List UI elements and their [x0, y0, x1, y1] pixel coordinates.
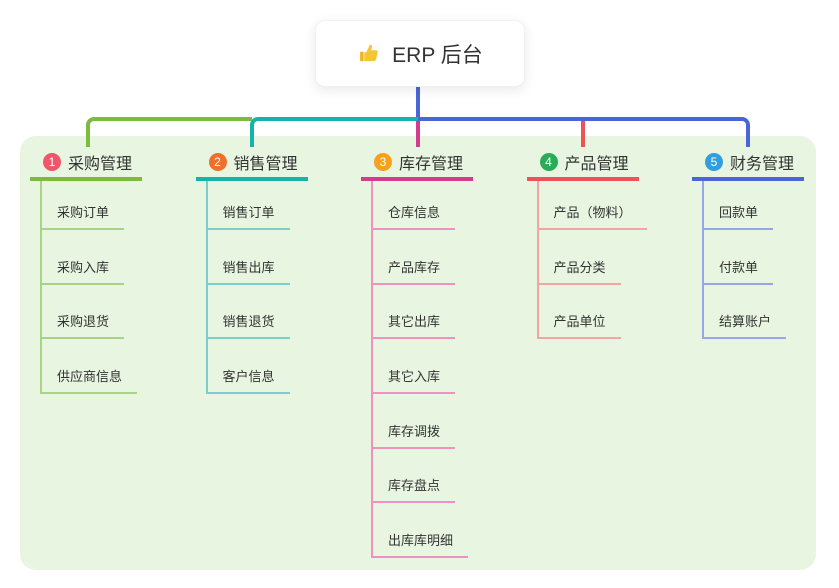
- leaf-node-label: 产品单位: [553, 314, 606, 330]
- leaf-node[interactable]: 采购退货: [42, 285, 125, 340]
- leaf-node[interactable]: 供应商信息: [42, 339, 138, 395]
- leaf-node[interactable]: 销售出库: [207, 230, 290, 285]
- leaf-node-label: 结算账户: [719, 314, 772, 330]
- leaf-node-label: 采购退货: [57, 314, 110, 330]
- leaf-node-label: 库存调拨: [388, 423, 441, 439]
- leaf-node-label: 产品库存: [388, 259, 441, 275]
- leaf-node[interactable]: 回款单: [704, 181, 774, 230]
- leaf-node-label: 供应商信息: [57, 369, 123, 385]
- leaf-node[interactable]: 库存调拨: [373, 394, 456, 449]
- leaf-node[interactable]: 产品单位: [538, 285, 621, 340]
- leaf-node-label: 库存盘点: [388, 478, 441, 494]
- leaf-node-label: 付款单: [719, 259, 759, 275]
- leaf-node[interactable]: 销售订单: [207, 181, 290, 230]
- leaf-node[interactable]: 采购订单: [42, 181, 125, 230]
- branch-items-product: 产品（物料） 产品分类产品单位: [536, 181, 647, 340]
- leaf-node-label: 采购入库: [57, 259, 110, 275]
- leaf-node[interactable]: 采购入库: [42, 230, 125, 285]
- leaf-node-label: 采购订单: [57, 205, 110, 220]
- branch-node-label: 库存管理: [399, 155, 464, 173]
- branch-node-label: 产品管理: [564, 155, 629, 173]
- branch-number-badge: 1: [43, 152, 61, 171]
- leaf-node[interactable]: 其它出库: [373, 285, 456, 340]
- leaf-node-label: 其它入库: [388, 369, 441, 385]
- background-panel: [20, 136, 816, 570]
- branch-items-inventory: 仓库信息产品库存其它出库其它入库库存调拨库存盘点出库库明细: [371, 181, 469, 559]
- branch-number-badge: 4: [539, 152, 558, 171]
- branch-node-label: 销售管理: [233, 155, 298, 173]
- leaf-node[interactable]: 其它入库: [373, 339, 456, 395]
- connector-inventory-edge: [416, 121, 420, 147]
- leaf-node-label: 回款单: [719, 205, 759, 220]
- leaf-node[interactable]: 付款单: [704, 230, 774, 285]
- connector-root-edge: [416, 84, 420, 121]
- branch-number-badge: 5: [705, 152, 723, 171]
- leaf-node[interactable]: 出库库明细: [373, 503, 469, 559]
- leaf-node[interactable]: 结算账户: [704, 285, 787, 340]
- connector-finance-edge: [418, 117, 750, 147]
- branch-node-finance[interactable]: 5 财务管理: [692, 146, 804, 181]
- branch-number-badge: 2: [208, 152, 227, 171]
- leaf-node-label: 销售退货: [222, 314, 275, 330]
- root-node[interactable]: ERP 后台: [315, 20, 525, 87]
- leaf-node-label: 出库库明细: [388, 533, 454, 549]
- leaf-node[interactable]: 产品分类: [538, 230, 621, 285]
- thumbs-up-icon: [357, 42, 381, 66]
- branch-node-inventory[interactable]: 3 库存管理: [361, 146, 473, 181]
- leaf-node-label: 产品（物料）: [553, 205, 632, 220]
- branch-node-sales[interactable]: 2 销售管理: [195, 146, 308, 181]
- connector-product-edge: [581, 121, 585, 147]
- branch-items-sales: 销售订单销售出库销售退货客户信息: [205, 181, 290, 395]
- branch-node-label: 采购管理: [68, 155, 133, 173]
- root-node-label: ERP 后台: [392, 43, 483, 67]
- branch-items-purchase: 采购订单采购入库采购退货供应商信息: [40, 181, 138, 395]
- branch-node-purchase[interactable]: 1 采购管理: [30, 146, 142, 181]
- leaf-node-label: 销售出库: [222, 259, 275, 275]
- leaf-node-label: 销售订单: [222, 205, 275, 220]
- branch-node-label: 财务管理: [730, 155, 795, 173]
- leaf-node[interactable]: 销售退货: [207, 285, 290, 340]
- connector-sales-edge: [250, 117, 418, 147]
- leaf-node-label: 产品分类: [553, 259, 606, 275]
- branch-items-finance: 回款单付款单结算账户: [702, 181, 787, 340]
- leaf-node[interactable]: 产品库存: [373, 230, 456, 285]
- leaf-node-label: 仓库信息: [388, 205, 441, 220]
- branch-number-badge: 3: [374, 152, 392, 171]
- branch-node-product[interactable]: 4 产品管理: [526, 146, 639, 181]
- leaf-node[interactable]: 产品（物料）: [538, 181, 647, 230]
- connector-purchase-edge: [86, 117, 252, 147]
- leaf-node[interactable]: 客户信息: [207, 339, 290, 395]
- leaf-node[interactable]: 仓库信息: [373, 181, 456, 230]
- leaf-node[interactable]: 库存盘点: [373, 449, 456, 504]
- leaf-node-label: 其它出库: [388, 314, 441, 330]
- leaf-node-label: 客户信息: [222, 369, 275, 385]
